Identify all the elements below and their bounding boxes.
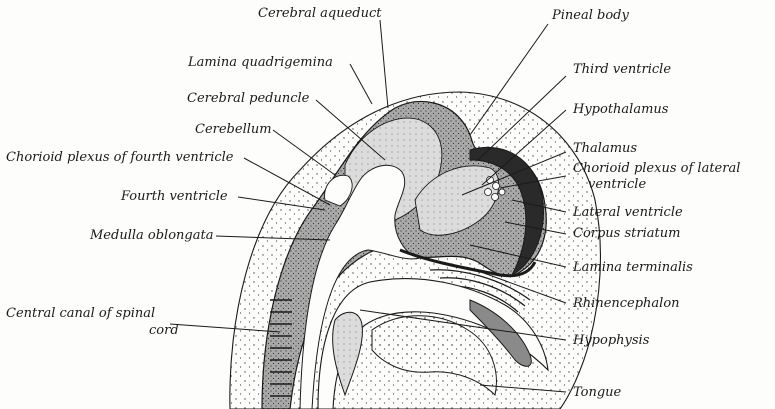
- label-pineal-body: Pineal body: [552, 8, 629, 23]
- label-third-ventricle: Third ventricle: [573, 62, 671, 77]
- label-central-canal-line2: cord: [149, 323, 179, 338]
- label-cerebellum: Cerebellum: [195, 122, 272, 137]
- label-lamina-terminalis: Lamina terminalis: [573, 260, 693, 275]
- label-medulla-oblongata: Medulla oblongata: [90, 228, 213, 243]
- label-thalamus: Thalamus: [573, 141, 637, 156]
- label-chorioid-plexus-fourth: Chorioid plexus of fourth ventricle: [6, 150, 234, 165]
- label-fourth-ventricle: Fourth ventricle: [121, 189, 228, 204]
- label-cerebral-peduncle: Cerebral peduncle: [187, 91, 309, 106]
- label-chorioid-plexus-lateral-line1: Chorioid plexus of lateral: [573, 161, 740, 176]
- label-hypophysis: Hypophysis: [573, 333, 649, 348]
- label-central-canal-line1: Central canal of spinal: [6, 306, 155, 321]
- label-lateral-ventricle: Lateral ventricle: [573, 205, 683, 220]
- label-cerebral-aqueduct: Cerebral aqueduct: [258, 6, 381, 21]
- label-rhinencephalon: Rhinencephalon: [573, 296, 680, 311]
- label-corpus-striatum: Corpus striatum: [573, 226, 680, 241]
- label-lamina-quadrigemina: Lamina quadrigemina: [188, 55, 333, 70]
- label-tongue: Tongue: [573, 385, 621, 400]
- label-chorioid-plexus-lateral-line2: ventricle: [588, 177, 646, 192]
- label-hypothalamus: Hypothalamus: [573, 102, 668, 117]
